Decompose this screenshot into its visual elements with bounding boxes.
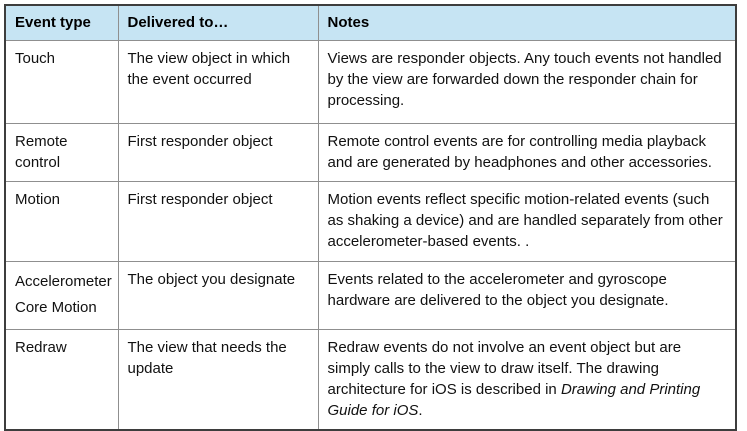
cell-delivered-to: The object you designate xyxy=(117,260,319,330)
column-header-event-type: Event type xyxy=(4,4,119,41)
cell-event-type: Motion xyxy=(4,180,119,262)
cell-delivered-to: The view that needs the update xyxy=(117,328,319,430)
cell-event-type: Redraw xyxy=(4,328,119,430)
notes-text: Remote control events are for controllin… xyxy=(327,132,712,171)
cell-notes: Events related to the accelerometer and … xyxy=(317,260,737,330)
table-row-remote-control: Remote control First responder object Re… xyxy=(4,122,737,182)
cell-notes: Views are responder objects. Any touch e… xyxy=(317,39,737,124)
cell-delivered-to: First responder object xyxy=(117,122,319,182)
cell-notes: Motion events reflect specific motion-re… xyxy=(317,180,737,262)
table-header: Event type Delivered to… Notes xyxy=(4,4,737,41)
notes-text: Views are responder objects. Any touch e… xyxy=(327,49,722,109)
event-types-table: Event type Delivered to… Notes Touch The… xyxy=(4,4,737,431)
column-header-notes: Notes xyxy=(317,4,737,41)
event-types-table-container: Event type Delivered to… Notes Touch The… xyxy=(4,4,737,431)
notes-text: Redraw events do not involve an event ob… xyxy=(327,338,682,398)
table-body: Touch The view object in which the event… xyxy=(4,39,737,430)
table-row-motion: Motion First responder object Motion eve… xyxy=(4,180,737,262)
notes-text: . xyxy=(418,401,423,419)
cell-delivered-to: The view object in which the event occur… xyxy=(117,39,319,124)
table-row-touch: Touch The view object in which the event… xyxy=(4,39,737,124)
notes-text: Events related to the accelerometer and … xyxy=(327,270,669,309)
cell-notes: Redraw events do not involve an event ob… xyxy=(317,328,737,430)
table-row-accelerometer-core-motion: Accelerometer Core Motion The object you… xyxy=(4,260,737,330)
cell-event-type: Accelerometer Core Motion xyxy=(4,260,119,330)
cell-notes: Remote control events are for controllin… xyxy=(317,122,737,182)
cell-event-type: Remote control xyxy=(4,122,119,182)
cell-event-type: Touch xyxy=(4,39,119,124)
header-row: Event type Delivered to… Notes xyxy=(4,4,737,41)
notes-text: Motion events reflect specific motion-re… xyxy=(327,190,723,250)
table-row-redraw: Redraw The view that needs the update Re… xyxy=(4,328,737,430)
column-header-delivered-to: Delivered to… xyxy=(117,4,319,41)
cell-delivered-to: First responder object xyxy=(117,180,319,262)
